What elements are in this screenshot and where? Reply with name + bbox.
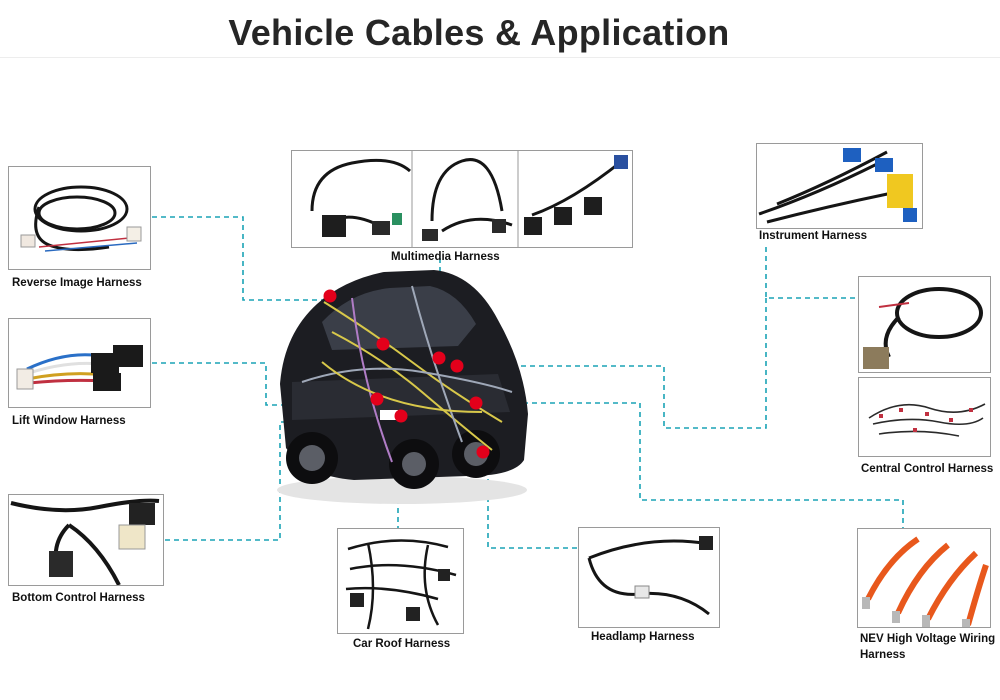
headlamp-label: Headlamp Harness [591,631,695,643]
lift-window-label: Lift Window Harness [12,415,126,427]
marker-multimedia [432,351,446,365]
connector-bundle-icon [10,498,160,585]
car-wiring-illustration [277,270,528,504]
page-title: Vehicle Cables & Application [228,12,730,53]
cable-coil-icon [863,287,983,369]
marker-central [450,359,464,373]
marker-nev [469,396,483,410]
line-nev [478,402,904,528]
cable-coil-icon [20,185,142,252]
car-roof-label: Car Roof Harness [353,638,451,650]
central-control-harness-photo-1 [858,276,991,373]
wire-loom-icon [345,539,457,630]
car-roof-harness-photo [337,528,464,634]
line-reverse-image [152,216,330,301]
bottom-control-harness-photo [8,494,164,586]
central-control-harness-photo-2 [858,377,991,457]
instrument-label: Instrument Harness [759,230,868,242]
marker-reverse [323,289,337,303]
marker-headlamp [476,445,490,459]
cable-icon [587,536,713,616]
marker-roof [394,409,408,423]
instrument-harness-photo [756,143,923,229]
multimedia-harness-photo [291,150,633,248]
multimedia-label: Multimedia Harness [391,251,500,263]
line-central-control [458,298,767,429]
connector-bundle-icon [758,148,917,224]
marker-bottom [370,392,384,406]
title-divider [0,57,1000,58]
reverse-image-label: Reverse Image Harness [12,277,142,289]
headlamp-harness-photo [578,527,720,628]
central-control-label: Central Control Harness [861,463,994,475]
wire-loom-icon [868,403,986,437]
nev-high-voltage-harness-photo [857,528,991,628]
lift-window-harness-photo [8,318,151,408]
usb-cable-icon [310,151,628,247]
connector-bundle-icon [16,345,143,391]
line-instrument [765,247,858,299]
hv-cable-icon [862,536,989,627]
marker-lift [376,337,390,351]
bottom-control-label: Bottom Control Harness [12,592,145,604]
nev-high-voltage-label: NEV High Voltage Wiring Harness [860,633,996,661]
reverse-image-harness-photo [8,166,151,270]
